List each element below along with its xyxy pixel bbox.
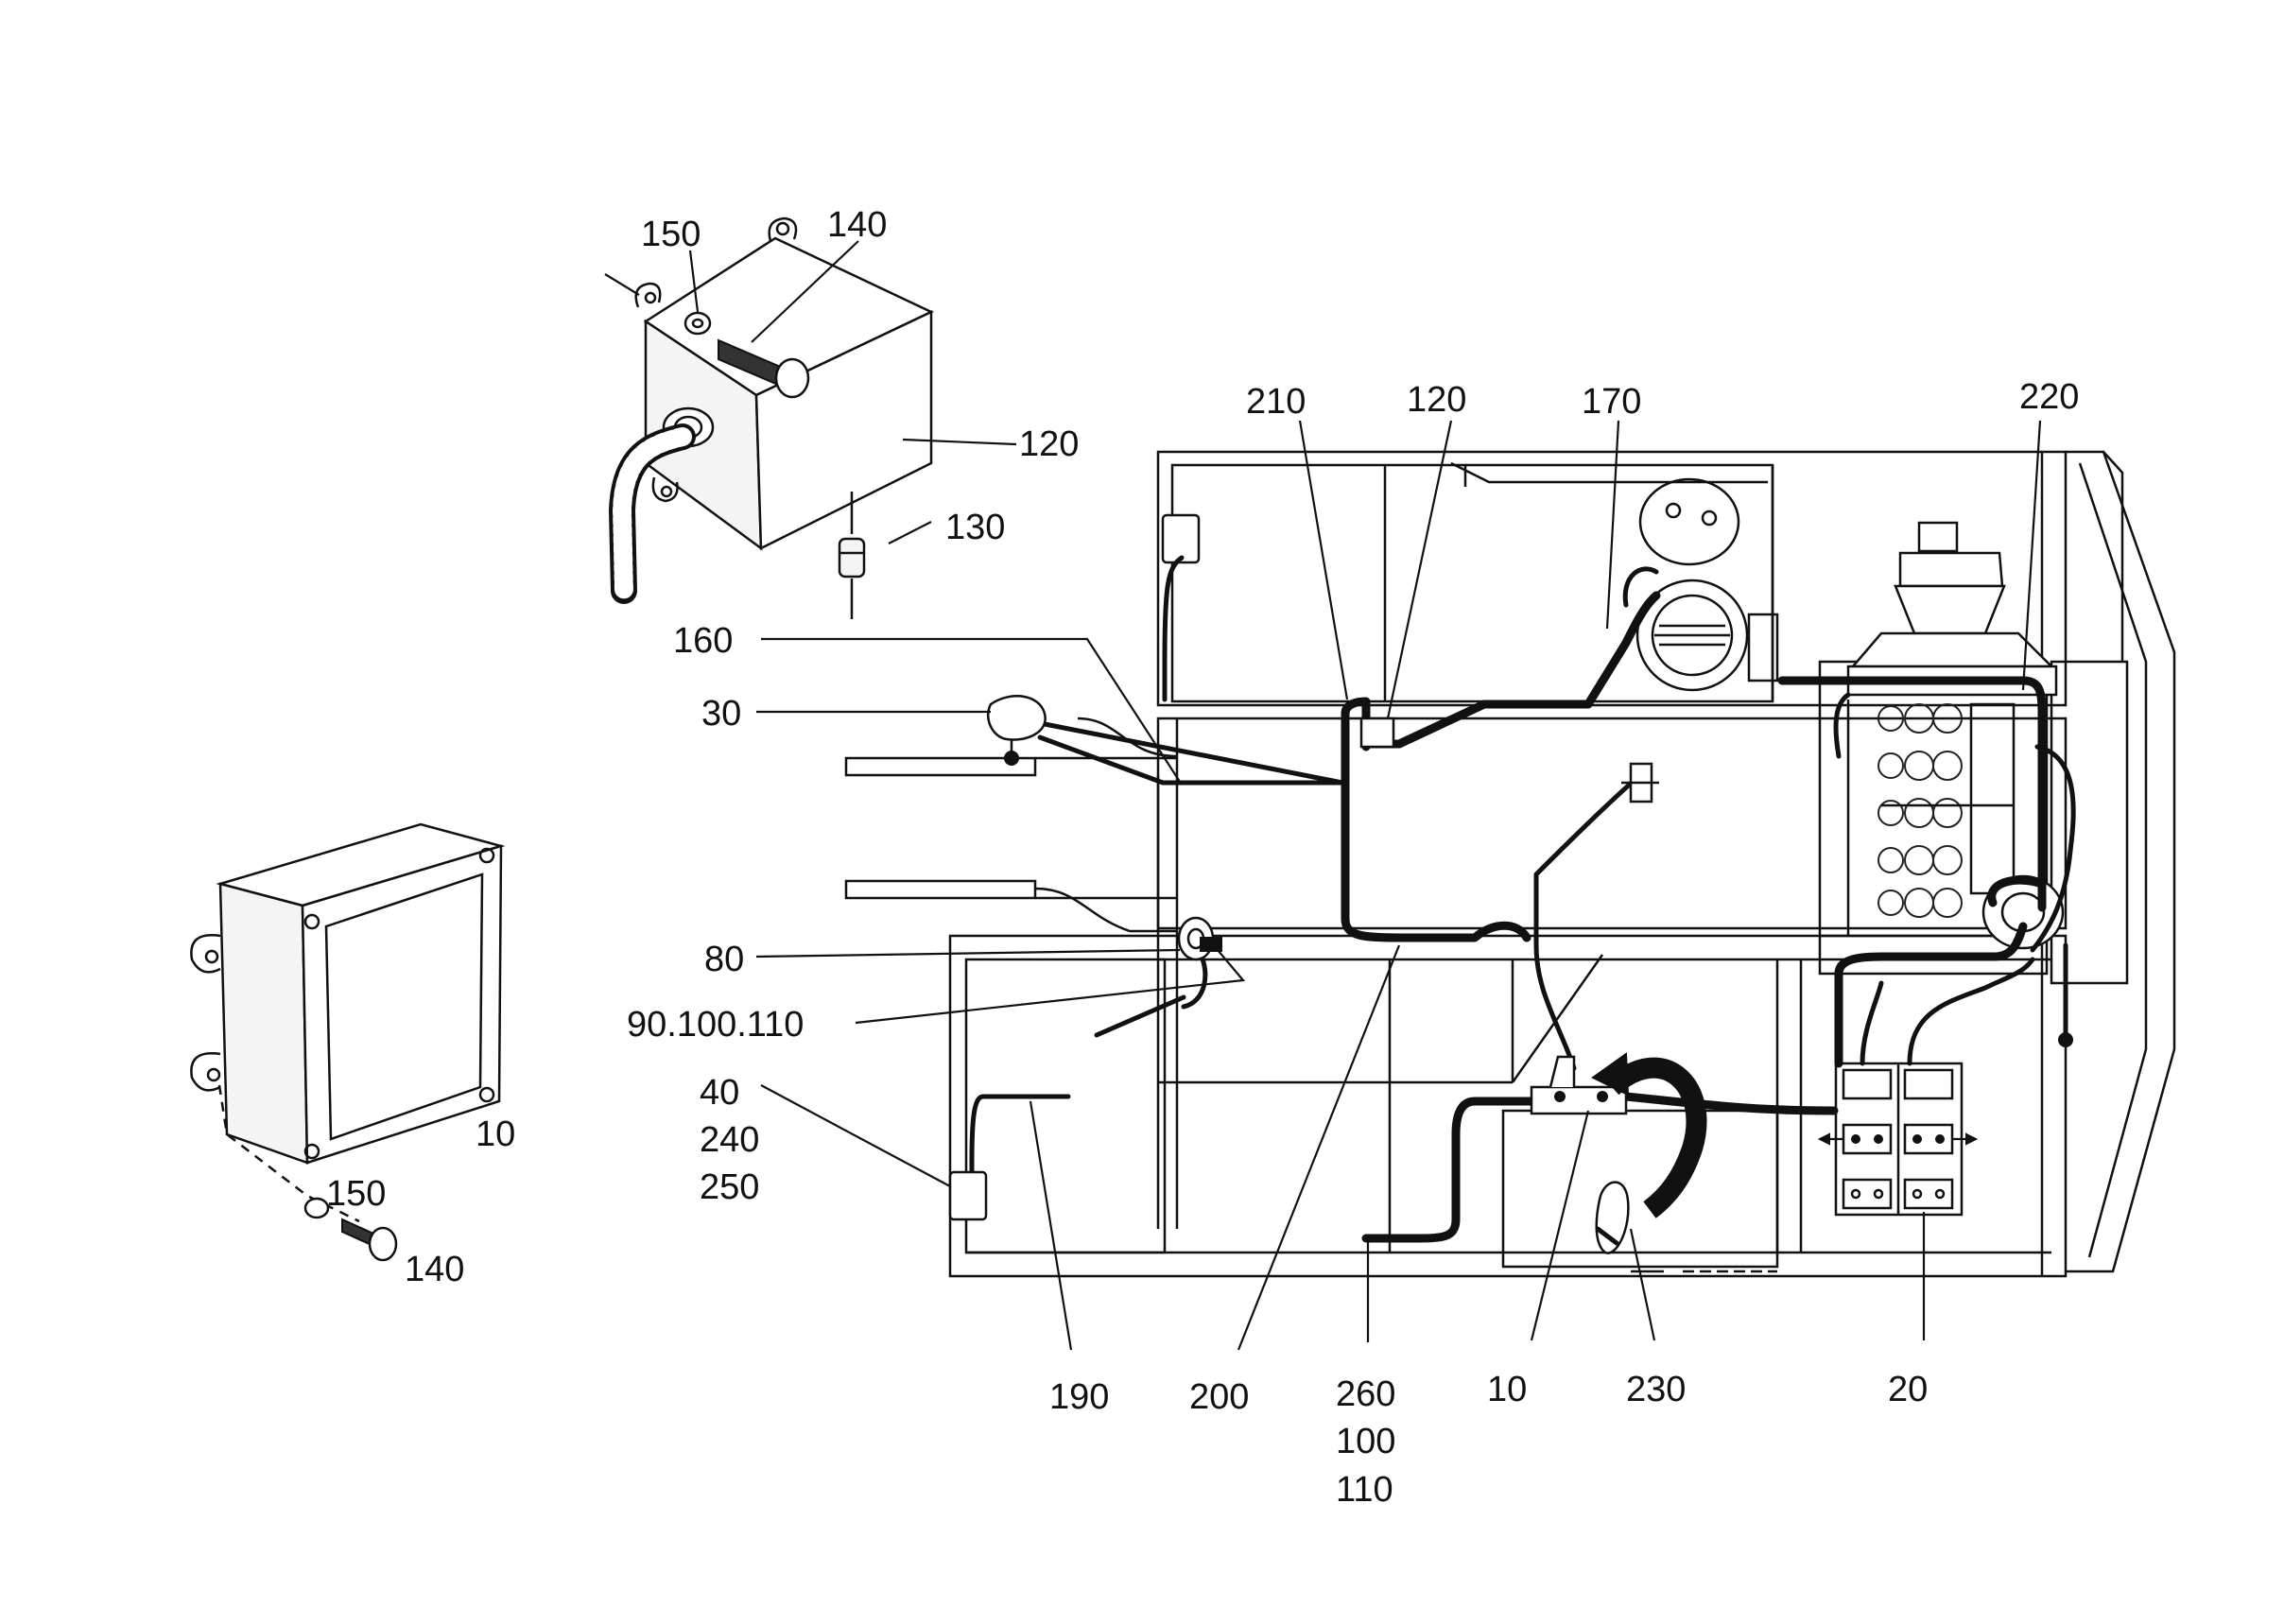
callout-240: 240 xyxy=(700,1120,759,1160)
callout-260: 260 xyxy=(1336,1374,1395,1414)
connector-80 xyxy=(1177,916,1222,961)
fan-motor-170 xyxy=(1622,477,1779,692)
callout-190: 190 xyxy=(1049,1377,1109,1417)
callout-150-left: 150 xyxy=(326,1174,386,1214)
control-box-10 xyxy=(190,822,506,1262)
callout-110: 110 xyxy=(1336,1470,1393,1510)
light-30 xyxy=(986,695,1047,766)
callout-160: 160 xyxy=(673,621,733,661)
callout-130: 130 xyxy=(945,508,1005,547)
callout-80: 80 xyxy=(704,940,744,979)
turbo-assembly-220 xyxy=(1846,521,2065,950)
callout-10-bottom: 10 xyxy=(1487,1370,1527,1409)
callout-200: 200 xyxy=(1189,1377,1249,1417)
callout-210: 210 xyxy=(1246,382,1306,422)
callout-250: 250 xyxy=(700,1167,759,1207)
callout-90-100-110: 90.100.110 xyxy=(627,1005,804,1045)
callout-170: 170 xyxy=(1582,382,1641,422)
callout-140-left: 140 xyxy=(405,1250,464,1289)
callout-140-top: 140 xyxy=(827,205,887,245)
box-40 xyxy=(948,1170,988,1221)
callout-220: 220 xyxy=(2019,377,2079,417)
callout-labels: 150 140 120 130 160 30 80 90.100.110 40 … xyxy=(326,205,2079,1510)
callout-30: 30 xyxy=(701,694,741,734)
callout-230: 230 xyxy=(1626,1370,1686,1409)
callout-100: 100 xyxy=(1336,1422,1395,1461)
callout-40: 40 xyxy=(700,1073,739,1113)
junction-box-120 xyxy=(608,216,934,619)
fuse-block-20 xyxy=(1817,1062,1979,1217)
callout-10-left: 10 xyxy=(476,1114,515,1154)
leader-lines xyxy=(604,240,2042,1351)
callout-120-top: 120 xyxy=(1407,380,1466,420)
switch-10 xyxy=(1530,1052,1707,1218)
key-230 xyxy=(1595,1181,1777,1273)
frame-small-box xyxy=(1161,513,1201,702)
callout-150-top: 150 xyxy=(641,215,701,254)
callout-120-box: 120 xyxy=(1019,424,1079,464)
callout-20: 20 xyxy=(1888,1370,1928,1409)
machine-frame xyxy=(844,450,2176,1278)
